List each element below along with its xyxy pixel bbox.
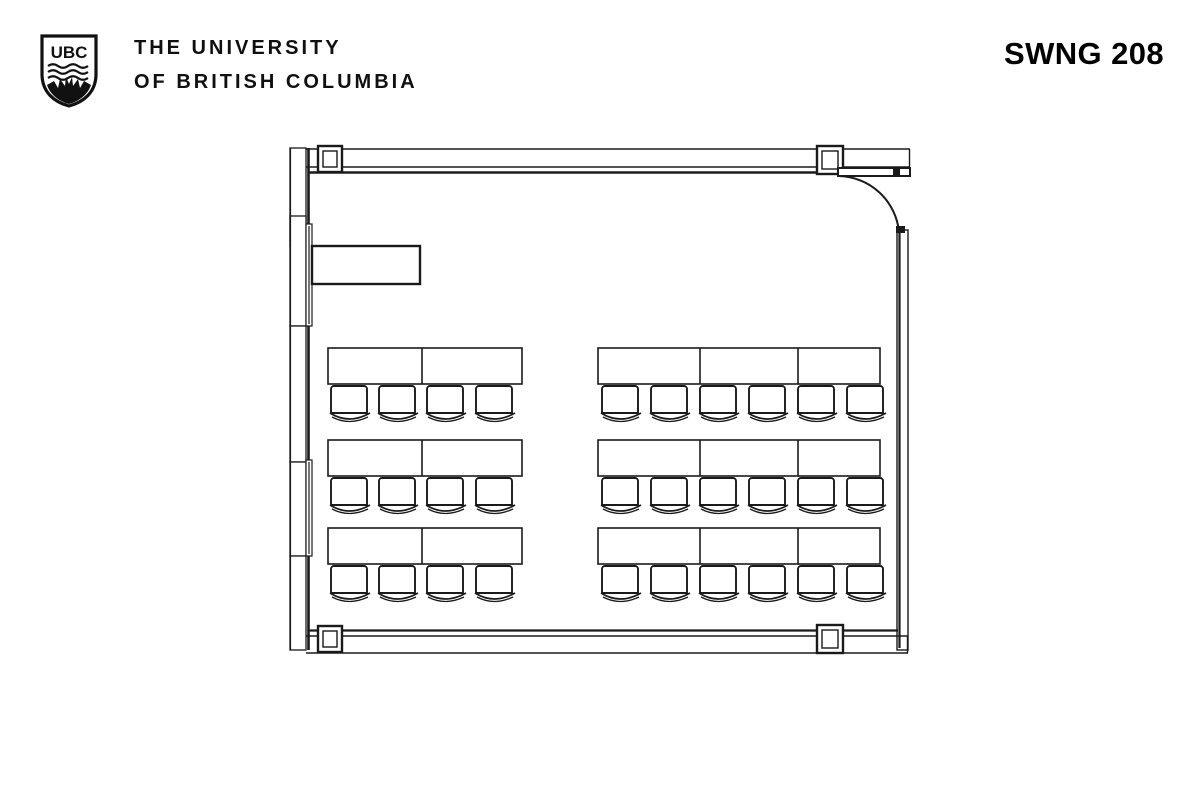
chair (649, 477, 691, 515)
left-wall (289, 147, 313, 651)
chair (600, 385, 642, 423)
chair (649, 385, 691, 423)
column-bottom-right (815, 623, 845, 655)
page-header: UBC THE UNIVERSITY OF BRITISH COLUMBIA S… (0, 0, 1200, 120)
chair (796, 385, 838, 423)
shield-waves-icon (47, 63, 89, 81)
projection-screen (310, 244, 422, 286)
right-wall (896, 229, 909, 651)
top-wall (306, 148, 911, 174)
desk-group-right-row-2 (597, 439, 881, 477)
chair-group-right-row-2 (600, 477, 887, 515)
door-top-right (837, 167, 911, 233)
shield-sun-rays-icon (47, 77, 91, 104)
desk-group-right-row-3 (597, 527, 881, 565)
chair (796, 565, 838, 603)
chair (377, 477, 419, 515)
seating-row-1 (327, 347, 887, 423)
chair (747, 385, 789, 423)
chair (845, 385, 887, 423)
chair (474, 385, 516, 423)
chair (747, 477, 789, 515)
wordmark-line-2: OF BRITISH COLUMBIA (134, 71, 418, 93)
chair (747, 565, 789, 603)
chair (474, 477, 516, 515)
column-top-left (316, 144, 344, 174)
chair (698, 477, 740, 515)
ubc-wordmark: THE UNIVERSITY OF BRITISH COLUMBIA (134, 38, 418, 92)
chair (377, 565, 419, 603)
ubc-shield-letters: UBC (51, 43, 88, 62)
chair (796, 477, 838, 515)
ubc-brand-lockup: UBC THE UNIVERSITY OF BRITISH COLUMBIA (40, 34, 418, 108)
desk-group-left-row-1 (327, 347, 523, 385)
chair (845, 477, 887, 515)
chair (600, 565, 642, 603)
ubc-shield-logo: UBC (40, 34, 98, 108)
seating-row-3 (327, 527, 887, 603)
chair-group-right-row-3 (600, 565, 887, 603)
chair (698, 385, 740, 423)
chair-group-left-row-2 (329, 477, 516, 515)
chair (377, 385, 419, 423)
chair (698, 565, 740, 603)
wordmark-line-1: THE UNIVERSITY (134, 37, 342, 59)
bottom-wall (306, 629, 909, 654)
chair-group-right-row-1 (600, 385, 887, 423)
desk-group-left-row-2 (327, 439, 523, 477)
chair (425, 565, 467, 603)
desk-group-left-row-3 (327, 527, 523, 565)
floorplan-container (0, 120, 1200, 800)
column-bottom-left (316, 624, 344, 654)
chair (329, 565, 371, 603)
chair (474, 565, 516, 603)
desk-group-right-row-1 (597, 347, 881, 385)
chair (845, 565, 887, 603)
chair (600, 477, 642, 515)
chair-group-left-row-1 (329, 385, 516, 423)
chair-group-left-row-3 (329, 565, 516, 603)
chair (425, 385, 467, 423)
room-code-title: SWNG 208 (1004, 36, 1164, 71)
seating-row-2 (327, 439, 887, 515)
chair (649, 565, 691, 603)
classroom-floorplan (289, 144, 911, 655)
left-wall-glazing (305, 223, 313, 557)
chair (329, 477, 371, 515)
chair (329, 385, 371, 423)
chair (425, 477, 467, 515)
